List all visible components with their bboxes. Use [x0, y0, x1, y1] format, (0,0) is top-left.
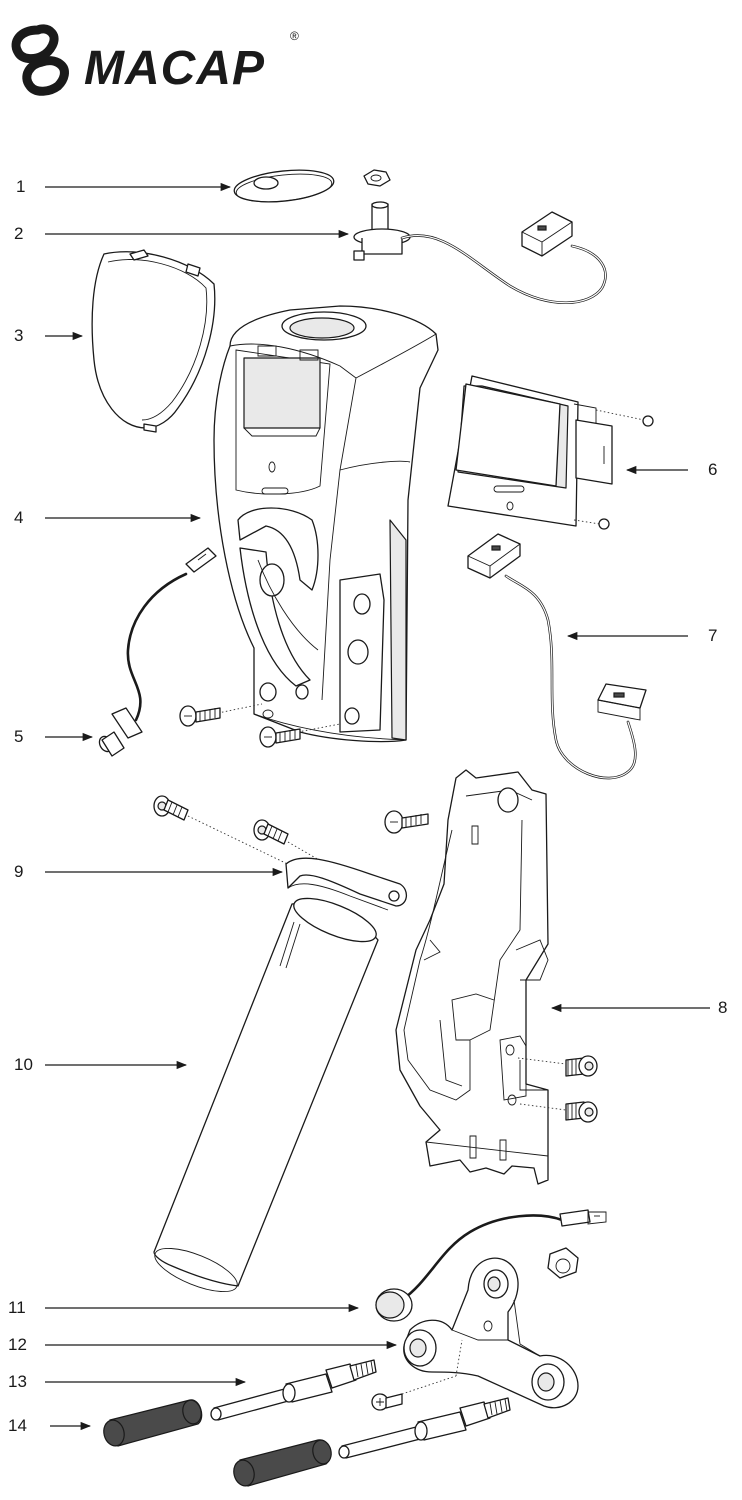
part-11-button [375, 1209, 607, 1322]
brand-logo: MACAP ® [11, 24, 299, 96]
part-3-front-cover [91, 249, 216, 433]
part-2-potentiometer [353, 169, 607, 304]
callout-4: 4 [14, 508, 23, 527]
part-4-body-screws [179, 703, 341, 748]
callout-8: 8 [718, 998, 727, 1017]
callout-11: 11 [8, 1298, 26, 1317]
part-13-pin-upper [210, 1359, 377, 1421]
callout-9: 9 [14, 862, 23, 881]
callout-7: 7 [708, 626, 717, 645]
callout-arrows [45, 182, 710, 1431]
part-14-grip-upper [103, 1399, 203, 1447]
callout-14: 14 [8, 1416, 27, 1435]
callout-3: 3 [14, 326, 23, 345]
part-8-bracket-screws [384, 810, 598, 1123]
part-14-grip-lower [233, 1439, 332, 1487]
part-5-sensor [98, 547, 217, 757]
registered-mark: ® [290, 29, 299, 43]
part-13-pin-lower [338, 1397, 511, 1459]
callout-12: 12 [8, 1335, 27, 1354]
part-12-lever [371, 1257, 579, 1411]
part-9-clamp [153, 795, 407, 911]
brand-logo-mark [11, 24, 69, 96]
callout-10: 10 [14, 1055, 33, 1074]
part-4-main-body [213, 305, 439, 743]
callout-13: 13 [8, 1372, 27, 1391]
callout-2: 2 [14, 224, 23, 243]
callout-1: 1 [16, 177, 25, 196]
part-8-bracket [395, 769, 549, 1185]
brand-name: MACAP [84, 42, 265, 95]
part-6-display-panel [447, 375, 654, 530]
callout-5: 5 [14, 727, 23, 746]
part-7-cable [467, 533, 647, 780]
part-1-oval-cap [233, 169, 335, 203]
callout-numbers: 1 2 3 4 5 6 7 8 9 10 11 12 13 14 [8, 177, 727, 1435]
callout-6: 6 [708, 460, 717, 479]
part-10-tube [153, 897, 379, 1293]
